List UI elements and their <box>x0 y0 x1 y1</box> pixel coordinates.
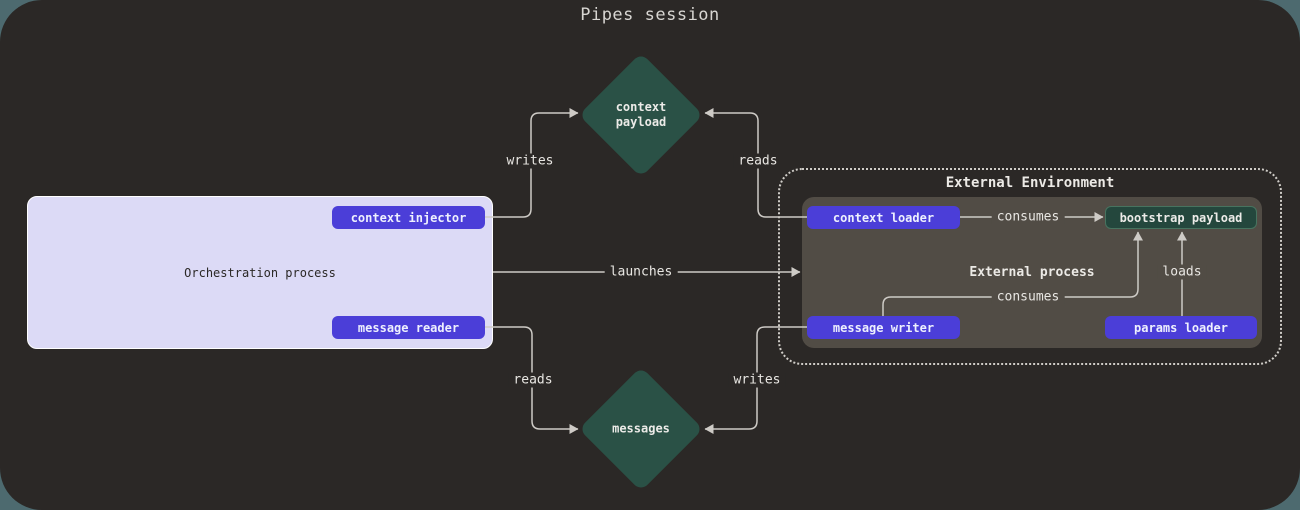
bootstrap-payload-node: bootstrap payload <box>1105 206 1257 229</box>
edge-label-launches: launches <box>604 264 678 280</box>
external-process-label: External process <box>969 265 1095 280</box>
context-payload-label: context payload <box>615 100 667 129</box>
edge-label-consumes-bottom: consumes <box>991 289 1065 305</box>
edge-label-loads: loads <box>1157 264 1207 280</box>
context-injector-node: context injector <box>332 206 485 229</box>
context-loader-node: context loader <box>807 206 960 229</box>
message-writer-node: message writer <box>807 316 960 339</box>
edge-label-reads-bottom: reads <box>508 372 558 388</box>
edge-label-writes-bottom: writes <box>728 372 786 388</box>
message-reader-node: message reader <box>332 316 485 339</box>
messages-label: messages <box>612 421 670 436</box>
external-environment-container: External Environment <box>778 168 1282 365</box>
edge-label-reads-top: reads <box>733 153 783 169</box>
edge-label-writes-top: writes <box>501 153 559 169</box>
orchestration-process-label: Orchestration process <box>184 265 336 280</box>
external-environment-label: External Environment <box>945 175 1115 191</box>
edge-label-consumes-top: consumes <box>991 209 1065 225</box>
params-loader-node: params loader <box>1105 316 1257 339</box>
diagram-title: Pipes session <box>580 5 720 25</box>
